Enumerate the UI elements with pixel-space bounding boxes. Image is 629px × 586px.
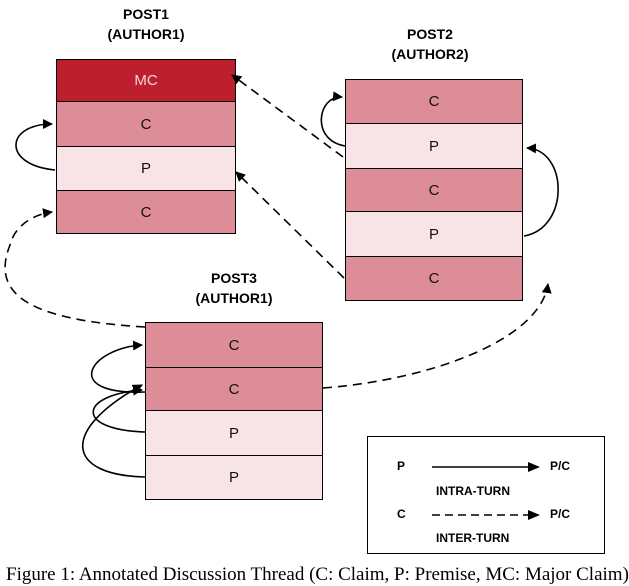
figure-caption: Figure 1: Annotated Discussion Thread (C…	[6, 564, 629, 585]
post1-unit-claim: C	[56, 190, 236, 234]
intra-arrow-post3-c	[92, 385, 146, 433]
inter-arrow-post3-to-post1	[4, 208, 146, 328]
legend-intra-arrow	[432, 462, 540, 472]
legend-inter-target: P/C	[550, 507, 571, 521]
legend-intra-target: P/C	[550, 459, 571, 473]
post1-unit-claim: C	[56, 101, 236, 147]
intra-arrow-post3-a	[90, 340, 146, 393]
post2-unit-premise: P	[345, 123, 523, 169]
legend-box: P P/C INTRA-TURN C P/C INTER-TURN	[367, 436, 605, 554]
post1-title: POST1 (AUTHOR1)	[107, 6, 185, 42]
intra-arrow-post3-b	[82, 384, 146, 478]
legend-inter-source: C	[397, 507, 406, 521]
legend-intra-label: INTRA-TURN	[436, 484, 510, 498]
post3-title: POST3 (AUTHOR1)	[195, 270, 273, 306]
inter-arrow-post3-to-post2	[322, 283, 552, 389]
relation-arrows	[4, 74, 559, 478]
post3-unit-premise: P	[145, 455, 323, 500]
post3-unit-claim: C	[145, 322, 323, 368]
inter-arrow-post2-to-post1-p	[235, 171, 345, 279]
intra-arrow-post2-right	[523, 143, 559, 237]
inter-arrow-post2-to-post1-mc	[231, 74, 344, 158]
intra-arrow-post2-top	[320, 91, 346, 147]
post2-title: POST2 (AUTHOR2)	[391, 26, 469, 62]
post2-unit-claim: C	[345, 79, 523, 124]
post3-unit-claim: C	[145, 367, 323, 411]
legend-intra-source: P	[397, 459, 406, 473]
intra-arrow-post1	[15, 119, 56, 171]
legend-inter-label: INTER-TURN	[436, 531, 510, 545]
legend-inter-arrow	[432, 510, 540, 520]
post2-unit-claim: C	[345, 256, 523, 301]
post3-unit-premise: P	[145, 410, 323, 456]
